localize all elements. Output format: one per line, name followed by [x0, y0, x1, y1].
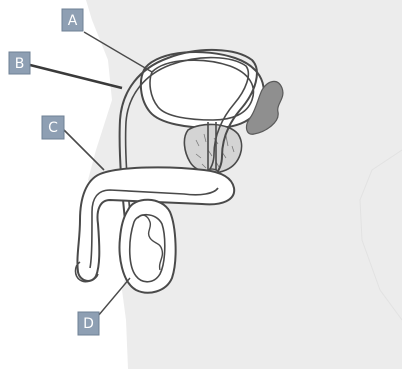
label-b-text: B: [15, 56, 25, 72]
testis: [130, 215, 165, 282]
leader-line-b: [30, 65, 122, 88]
label-a: A: [62, 9, 83, 31]
label-a-text: A: [68, 13, 78, 29]
label-d: D: [78, 312, 99, 335]
label-c-text: C: [48, 120, 58, 136]
label-d-text: D: [83, 316, 94, 332]
label-b: B: [9, 52, 30, 74]
label-c: C: [42, 116, 64, 139]
